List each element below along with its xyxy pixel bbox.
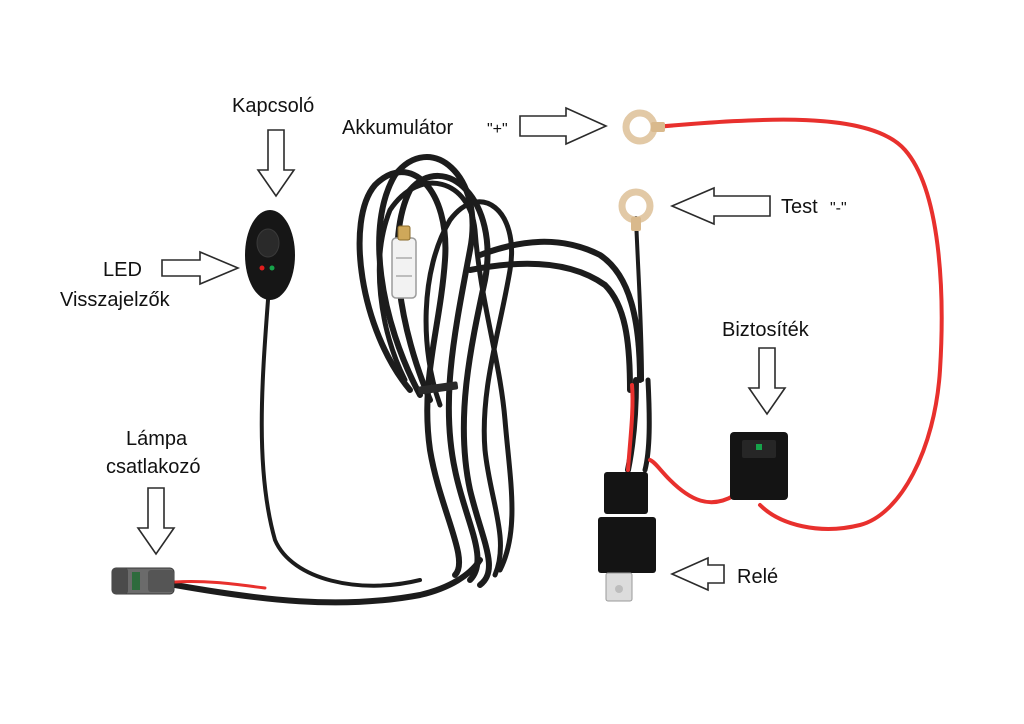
relay-red-lead xyxy=(626,383,635,472)
cable-coil-loop-4 xyxy=(376,180,515,573)
cable-coil-loop-5 xyxy=(423,199,514,578)
arrow-right-led xyxy=(161,250,241,286)
black-cable-bundle xyxy=(172,154,652,606)
arrow-left-ground xyxy=(669,186,771,226)
label-lamp: Lámpa xyxy=(126,428,188,450)
cable-coil-loop-1 xyxy=(356,169,463,578)
red-wires xyxy=(173,117,944,590)
lamp-cable xyxy=(172,557,483,606)
switch-cable xyxy=(259,298,422,588)
switch-housing xyxy=(245,210,295,300)
inline-plug xyxy=(391,225,417,299)
cable-run-right-2 xyxy=(467,260,633,393)
ground-ring-terminal xyxy=(618,188,654,231)
label-switch: Kapcsoló xyxy=(232,95,314,117)
label-relay: Relé xyxy=(737,566,778,588)
battery-ring-terminal xyxy=(622,109,665,145)
ground-wire xyxy=(634,216,644,382)
arrow-right-battery xyxy=(519,106,608,146)
label-ground: Test xyxy=(781,196,818,218)
label-lamp-line2: csatlakozó xyxy=(106,456,201,478)
lamp-connector xyxy=(111,567,175,595)
label-battery: Akkumulátor xyxy=(342,117,453,139)
arrow-down-fuse xyxy=(747,347,787,416)
label-battery-sign: "+" xyxy=(487,121,508,138)
cable-run-right xyxy=(477,238,643,383)
label-fuse: Biztosíték xyxy=(722,319,810,341)
fuse-holder xyxy=(730,432,788,500)
arrow-down-lamp xyxy=(136,487,176,556)
led-green-dot xyxy=(269,265,275,271)
label-led: LED xyxy=(103,259,142,281)
relay-feed-cable-2 xyxy=(642,377,652,473)
relay xyxy=(598,472,656,602)
battery-positive-wire xyxy=(653,117,944,531)
lamp-red-lead xyxy=(173,580,267,590)
arrow-left-relay xyxy=(670,556,725,592)
zip-tie xyxy=(417,381,459,395)
led-red-dot xyxy=(259,265,265,271)
fuse-to-relay-wire xyxy=(648,458,737,505)
arrow-down-switch xyxy=(256,129,296,198)
label-led-line2: Visszajelzők xyxy=(60,289,171,311)
label-ground-sign: "-" xyxy=(830,200,847,217)
